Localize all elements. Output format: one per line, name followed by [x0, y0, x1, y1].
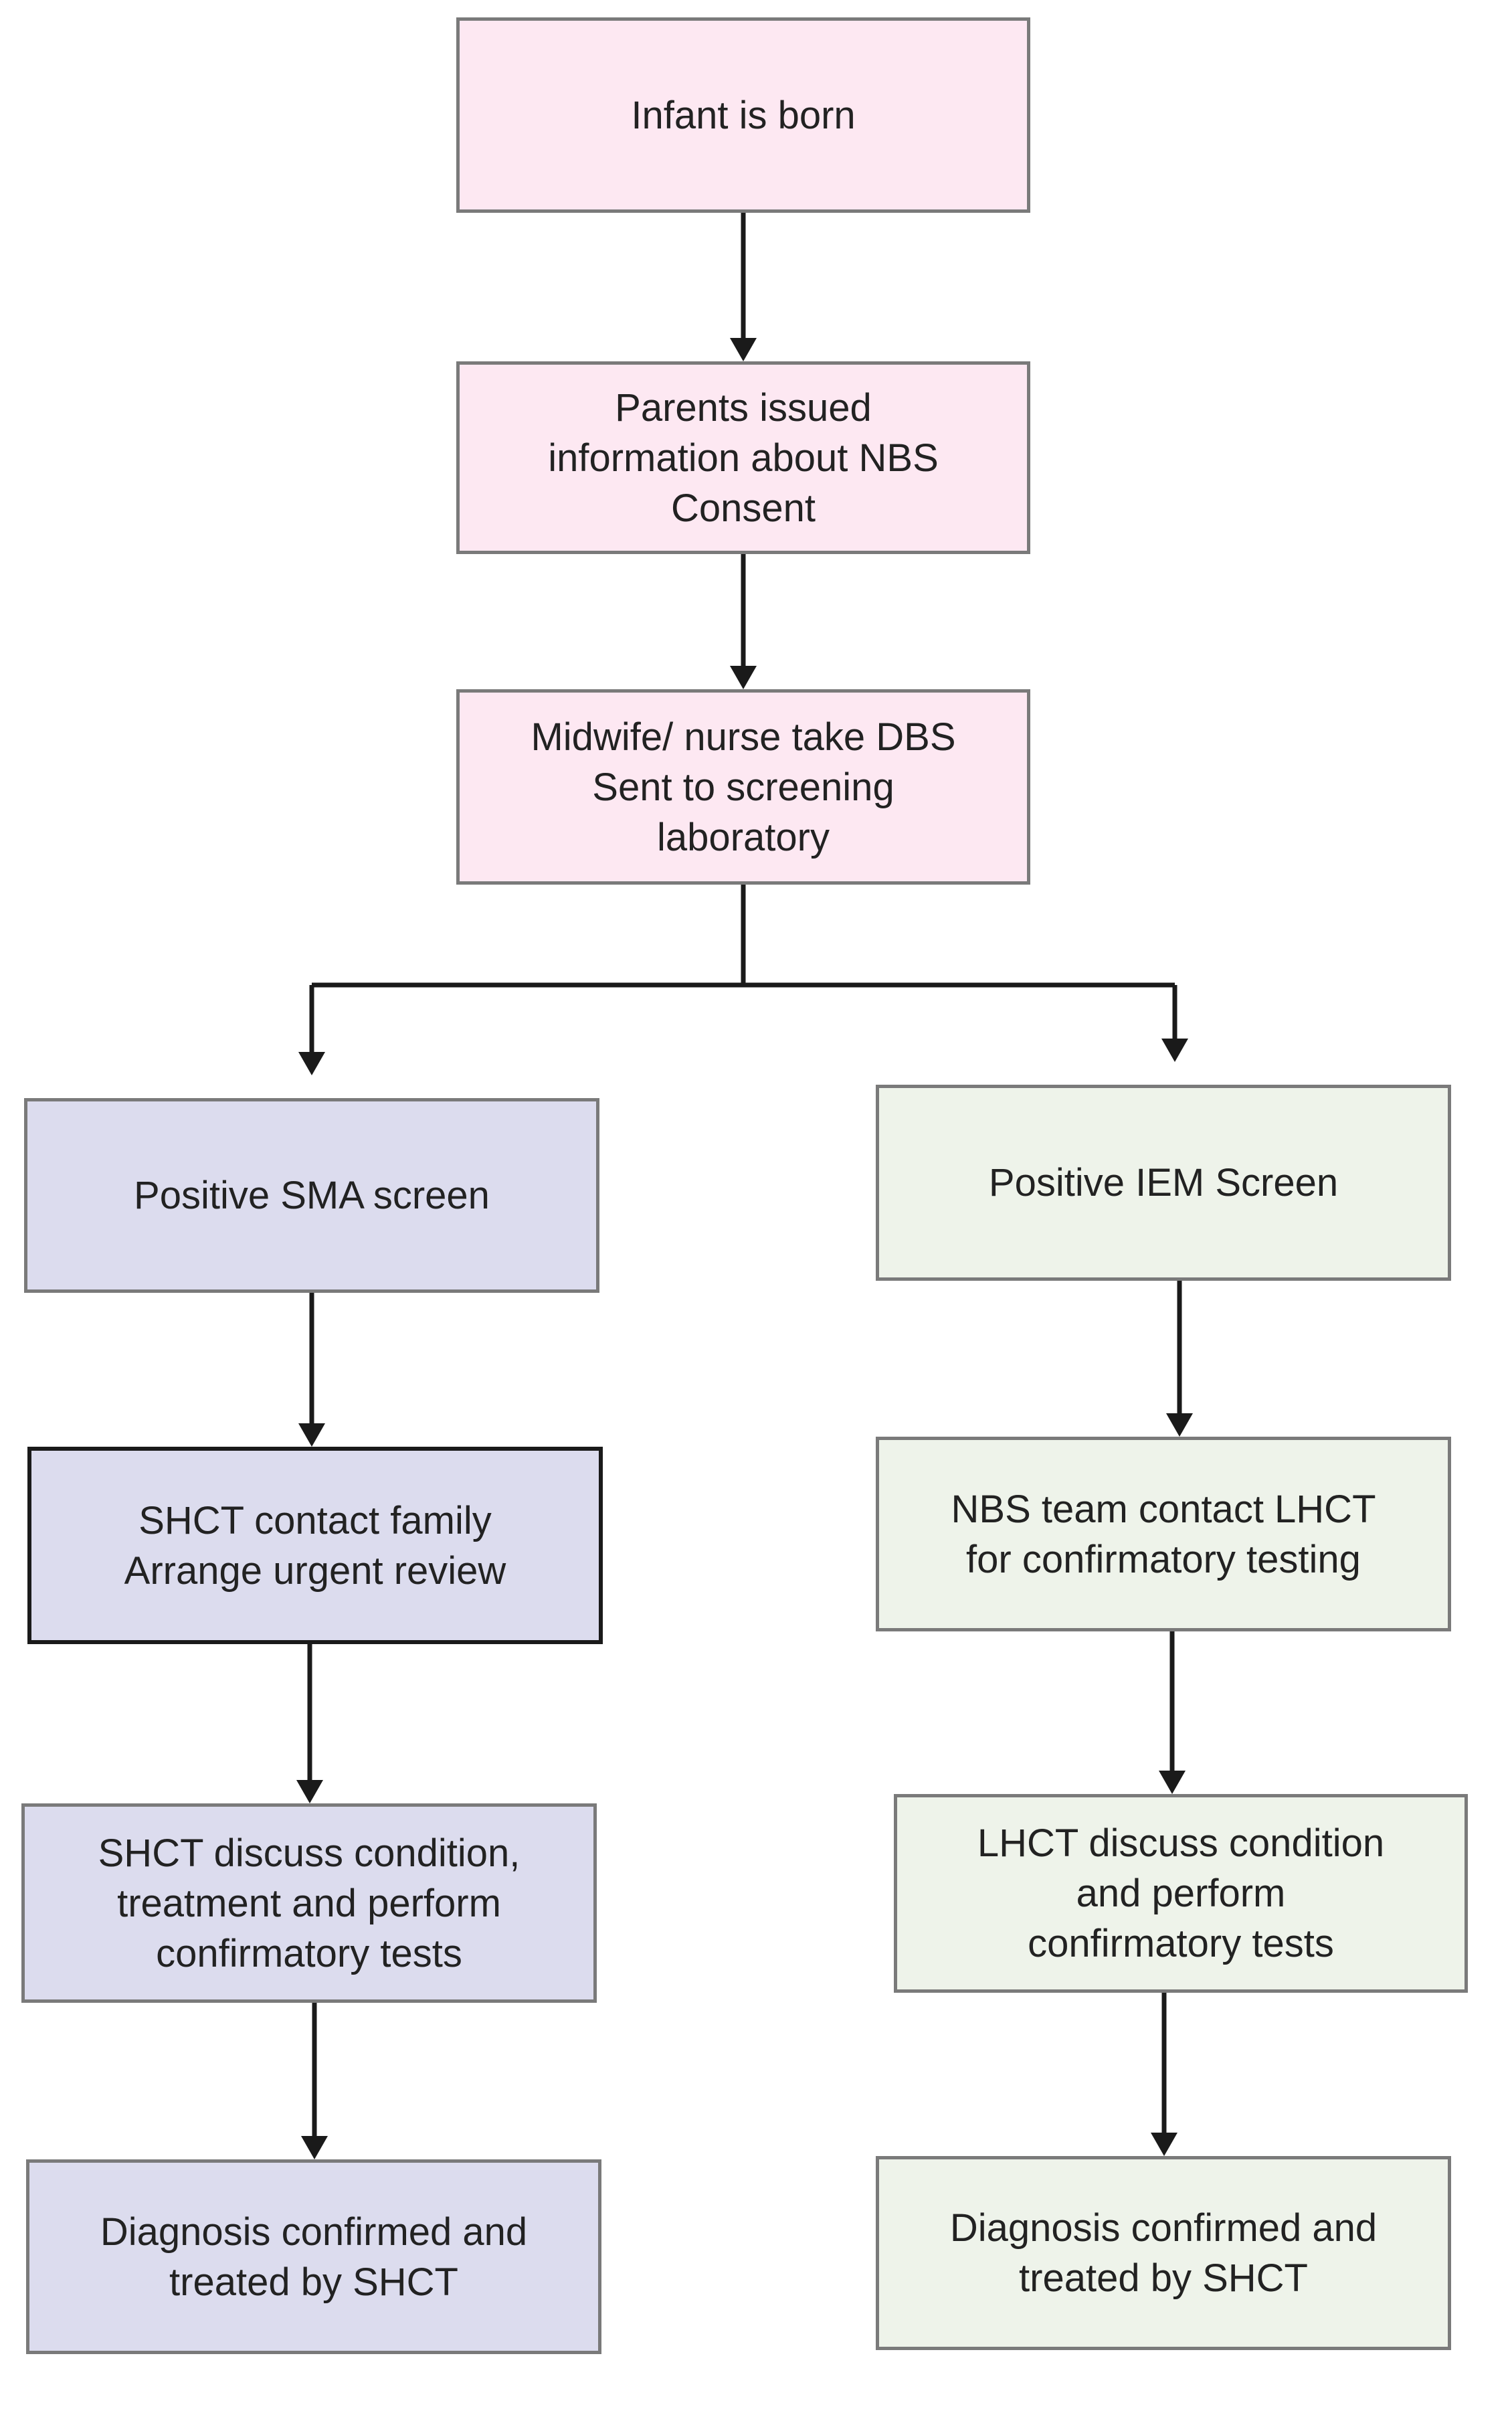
node-iem-diagnosis: Diagnosis confirmed and treated by SHCT	[876, 2156, 1451, 2350]
node-iem-positive-label: Positive IEM Screen	[988, 1161, 1339, 1204]
arrowhead-iem-positive	[1161, 1039, 1188, 1062]
arrowhead-iem-contact	[1166, 1413, 1193, 1437]
node-sma-contact: SHCT contact family Arrange urgent revie…	[27, 1447, 603, 1644]
arrowhead-sma-discuss	[296, 1780, 323, 1803]
arrowhead-sma-contact	[298, 1423, 325, 1447]
node-infant-born-label: Infant is born	[631, 93, 856, 137]
node-iem-diagnosis-label: Diagnosis confirmed and treated by SHCT	[949, 2206, 1378, 2300]
arrowhead-sma-diagnosis	[301, 2136, 328, 2159]
node-iem-discuss: LHCT discuss condition and perform confi…	[894, 1794, 1468, 1993]
node-sma-diagnosis: Diagnosis confirmed and treated by SHCT	[26, 2159, 601, 2354]
node-iem-positive: Positive IEM Screen	[876, 1085, 1451, 1281]
node-midwife-dbs: Midwife/ nurse take DBS Sent to screenin…	[456, 689, 1030, 885]
node-iem-discuss-label: LHCT discuss condition and perform confi…	[977, 1821, 1385, 1965]
arrowhead-midwife	[730, 666, 757, 689]
arrowhead-parents	[730, 338, 757, 361]
arrowhead-sma-positive	[298, 1052, 325, 1075]
node-sma-contact-label: SHCT contact family Arrange urgent revie…	[124, 1498, 506, 1593]
node-infant-born: Infant is born	[456, 17, 1030, 213]
node-sma-positive-label: Positive SMA screen	[134, 1174, 490, 1217]
node-sma-diagnosis-label: Diagnosis confirmed and treated by SHCT	[100, 2210, 528, 2304]
node-sma-positive: Positive SMA screen	[24, 1098, 599, 1293]
node-parents-info-label: Parents issued information about NBS Con…	[548, 385, 939, 530]
arrowhead-iem-discuss	[1159, 1771, 1186, 1794]
node-iem-contact: NBS team contact LHCT for confirmatory t…	[876, 1437, 1451, 1631]
node-iem-contact-label: NBS team contact LHCT for confirmatory t…	[951, 1487, 1376, 1581]
node-sma-discuss: SHCT discuss condition, treatment and pe…	[21, 1803, 597, 2003]
node-midwife-dbs-label: Midwife/ nurse take DBS Sent to screenin…	[531, 715, 956, 859]
node-parents-info: Parents issued information about NBS Con…	[456, 361, 1030, 554]
node-sma-discuss-label: SHCT discuss condition, treatment and pe…	[98, 1831, 521, 1975]
arrowhead-iem-diagnosis	[1151, 2133, 1177, 2156]
